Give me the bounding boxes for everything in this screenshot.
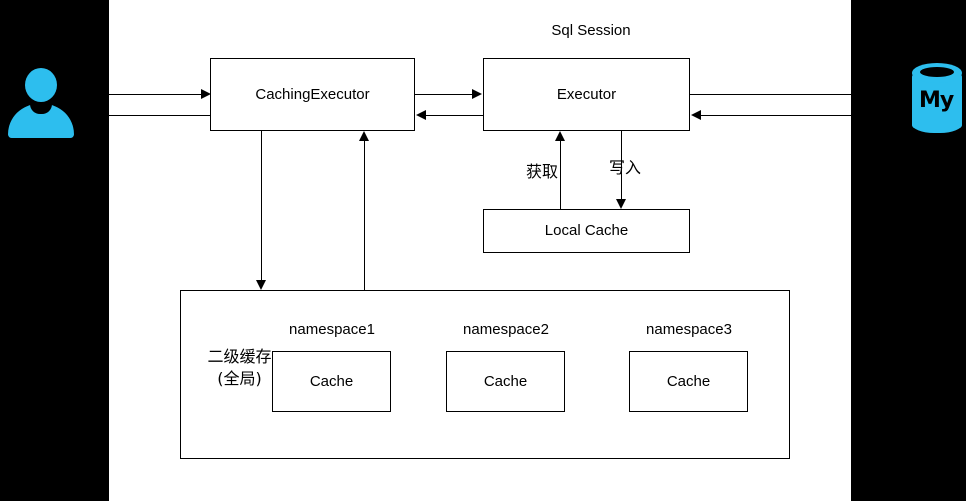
node-caching-executor-label: CachingExecutor xyxy=(255,85,370,103)
page-title: Sql Session xyxy=(551,22,631,39)
edge-user-to-caching-executor xyxy=(109,94,203,95)
edge-local-cache-to-executor xyxy=(560,141,561,209)
cache-box-namespace2[interactable]: Cache xyxy=(446,351,565,412)
arrowhead-local-cache-to-executor xyxy=(555,131,565,141)
user-icon xyxy=(8,68,74,138)
node-executor-label: Executor xyxy=(556,85,617,103)
mysql-label: My xyxy=(919,88,954,113)
edge-executor-to-local-cache xyxy=(621,131,622,199)
cache-box-namespace3-label: Cache xyxy=(666,372,711,390)
arrowhead-executor-to-caching-executor xyxy=(416,110,426,120)
arrowhead-database-to-executor xyxy=(691,110,701,120)
second-level-cache-label: 二级缓存 (全局) xyxy=(207,347,272,388)
cache-box-namespace3[interactable]: Cache xyxy=(629,351,748,412)
edge-label-write: 写入 xyxy=(608,158,641,177)
edge-label-fetch: 获取 xyxy=(525,162,558,181)
arrowhead-user-to-caching-executor xyxy=(201,89,211,99)
node-executor[interactable]: Executor xyxy=(483,58,690,131)
node-local-cache[interactable]: Local Cache xyxy=(483,209,690,253)
edge-second-level-cache-to-caching-executor xyxy=(364,141,365,290)
arrowhead-executor-to-local-cache xyxy=(616,199,626,209)
namespace-1-label: namespace1 xyxy=(289,321,375,338)
arrowhead-caching-executor-to-second-level-cache xyxy=(256,280,266,290)
mysql-database-icon: My xyxy=(908,61,966,139)
cache-box-namespace1-label: Cache xyxy=(309,372,354,390)
edge-caching-executor-to-second-level-cache xyxy=(261,131,262,280)
edge-executor-to-database xyxy=(690,94,851,95)
node-local-cache-label: Local Cache xyxy=(544,222,629,240)
edge-executor-to-caching-executor xyxy=(425,115,483,116)
second-level-cache-container: 二级缓存 (全局) namespace1 Cache namespace2 Ca… xyxy=(180,290,790,459)
namespace-2-label: namespace2 xyxy=(463,321,549,338)
edge-caching-executor-to-user xyxy=(109,115,210,116)
arrowhead-caching-executor-to-executor xyxy=(472,89,482,99)
arrowhead-second-level-cache-to-caching-executor xyxy=(359,131,369,141)
edge-caching-executor-to-executor xyxy=(415,94,473,95)
edge-database-to-executor xyxy=(700,115,851,116)
cache-box-namespace1[interactable]: Cache xyxy=(272,351,391,412)
node-caching-executor[interactable]: CachingExecutor xyxy=(210,58,415,131)
namespace-3-label: namespace3 xyxy=(646,321,732,338)
cache-box-namespace2-label: Cache xyxy=(483,372,528,390)
